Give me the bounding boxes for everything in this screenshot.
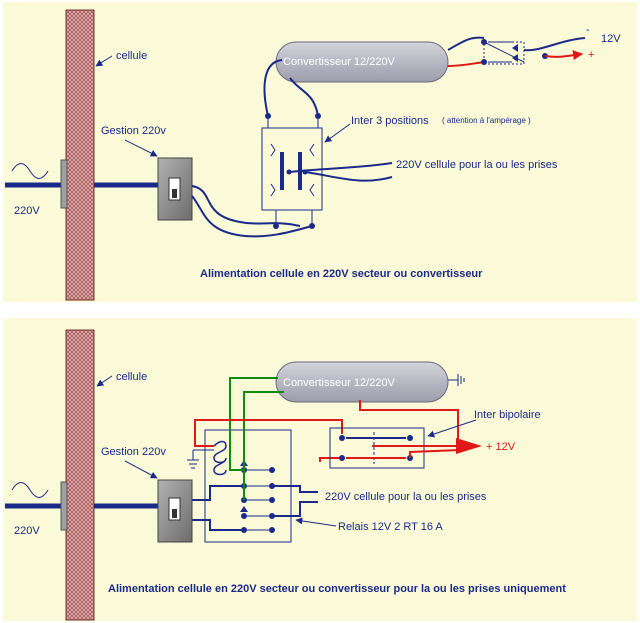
gestion-220v-box: [157, 479, 193, 543]
relay-label: Relais 12V 2 RT 16 A: [338, 521, 443, 533]
diagram-2: cellule 220V Gestion 220v: [3, 318, 637, 621]
bipolar-terminal: [339, 455, 345, 461]
green-wire-b: [243, 391, 284, 500]
cell-wall: [65, 329, 95, 621]
plus-label: +: [588, 49, 594, 61]
switch-label: Inter 3 positions: [351, 115, 429, 127]
mains-label: 220V: [14, 525, 40, 537]
bipolar-switch-box: [329, 427, 425, 469]
converter-wire-a: [263, 59, 283, 117]
switch-note: ( attention à l'ampérage ): [442, 116, 531, 125]
output-wire-a: [288, 162, 393, 173]
converter-12-220v: [275, 361, 449, 403]
relay-pointer-arrow: [295, 517, 337, 527]
converter-label: Convertisseur 12/220V: [283, 56, 396, 68]
gestion-wire-b: [191, 195, 313, 238]
relay-output-a: [272, 485, 318, 493]
switch-blade: [280, 152, 284, 190]
v12-label: 12V: [601, 33, 621, 45]
battery-minus-wire: [523, 37, 586, 52]
bipolar-label: Inter bipolaire: [474, 409, 541, 421]
gestion-pointer-arrow: [124, 139, 158, 157]
switch-pointer-arrow: [324, 123, 351, 143]
relay-output-b: [272, 501, 318, 517]
wall-label: cellule: [116, 371, 147, 383]
cable-gland: [60, 481, 68, 531]
converter-ground-icon: [448, 374, 465, 386]
converter-plus-wire: [447, 61, 485, 67]
plus-12v-arrow: [456, 438, 482, 454]
gestion-switch-lever: [172, 509, 177, 518]
bipolar-pointer-arrow: [427, 419, 477, 438]
green-wire-a: [229, 377, 278, 471]
ac-sine-icon: [11, 482, 49, 498]
v12-label: + 12V: [486, 441, 516, 453]
caption-2: Alimentation cellule en 220V secteur ou …: [108, 583, 566, 595]
converter-wire-b: [289, 77, 319, 117]
output-label: 220V cellule pour la ou les prises: [396, 159, 558, 171]
wall-pointer-arrow: [96, 375, 113, 387]
output-label: 220V cellule pour la ou les prises: [325, 491, 487, 503]
battery-plus-wire: [544, 50, 583, 61]
bipolar-terminal: [339, 435, 345, 441]
cable-gland: [60, 159, 68, 209]
gestion-switch-lever: [172, 189, 177, 198]
bipolar-terminal: [407, 435, 413, 441]
ac-sine-icon: [11, 163, 49, 179]
caption-1: Alimentation cellule en 220V secteur ou …: [200, 268, 483, 280]
mains-label: 220V: [14, 205, 40, 217]
wall-pointer-arrow: [95, 55, 113, 67]
converter-label: Convertisseur 12/220V: [283, 377, 396, 389]
gestion-wire-a: [192, 485, 244, 501]
relay-coil-icon: [213, 440, 227, 476]
gestion-pointer-arrow: [124, 460, 158, 479]
converter-minus-wire: [447, 36, 485, 51]
red-wire-coil: [194, 419, 343, 447]
gestion-label: Gestion 220v: [101, 125, 166, 137]
wall-label: cellule: [116, 50, 147, 62]
output-wire-b: [304, 171, 393, 182]
cell-wall: [65, 9, 95, 301]
gestion-wire-a: [191, 185, 301, 227]
gestion-wire-b: [192, 519, 244, 531]
gestion-label: Gestion 220v: [101, 446, 166, 458]
minus-label: -: [586, 24, 590, 36]
diagram-1: cellule 220V Gestion 220v Convertisseur …: [3, 2, 637, 302]
